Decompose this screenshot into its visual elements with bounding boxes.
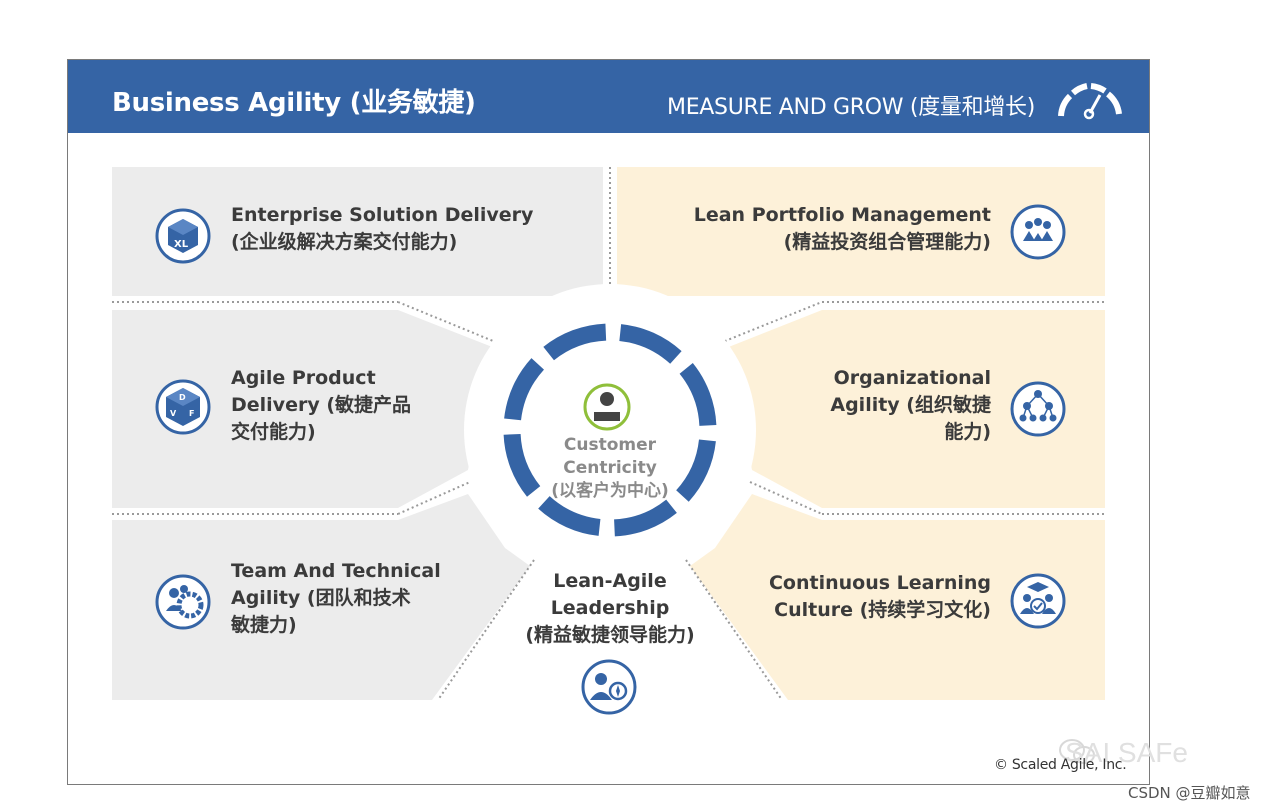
customer-person-icon [583, 383, 631, 431]
dvf-cube-icon: D V F [155, 379, 211, 435]
csdn-attribution: CSDN @豆瓣如意 [1128, 784, 1251, 802]
label-enterprise-solution-delivery: Enterprise Solution Delivery (企业级解决方案交付能… [231, 204, 534, 253]
org-network-icon [1010, 381, 1066, 437]
gauge-icon [1058, 83, 1122, 120]
team-gear-icon [155, 574, 211, 630]
dotted-separators [112, 167, 1105, 701]
panel-continuous-learning-culture [690, 494, 1105, 700]
copyright-text: © Scaled Agile, Inc. [994, 757, 1127, 773]
customer-centricity-label: Customer Centricity (以客户为中心) [551, 435, 669, 501]
learning-culture-icon [1010, 573, 1066, 629]
xl-cube-icon: XL [155, 208, 211, 264]
wechat-watermark-icon [1059, 739, 1095, 764]
panel-lean-portfolio-management [617, 167, 1105, 296]
watermark-text: SAI SAFe [1065, 737, 1188, 768]
label-team-technical-agility: Team And Technical Agility (团队和技术 敏捷力) [231, 560, 441, 636]
page-title: Business Agility (业务敏捷) [112, 88, 476, 118]
measure-and-grow-label: MEASURE AND GROW (度量和增长) [667, 95, 1035, 120]
header-bar: Business Agility (业务敏捷) MEASURE AND GROW… [68, 60, 1149, 133]
portfolio-icon [1010, 204, 1066, 260]
svg-text:D: D [179, 393, 186, 402]
panel-enterprise-solution-delivery [112, 167, 603, 296]
label-continuous-learning-culture: Continuous Learning Culture (持续学习文化) [768, 572, 991, 621]
panel-agile-product-delivery [112, 310, 505, 508]
label-lean-agile-leadership: Lean-Agile Leadership (精益敏捷领导能力) [525, 570, 695, 646]
svg-text:XL: XL [174, 239, 189, 250]
leadership-icon [581, 659, 637, 715]
svg-text:F: F [189, 409, 194, 418]
panel-team-technical-agility [112, 494, 530, 700]
label-lean-portfolio-management: Lean Portfolio Management (精益投资组合管理能力) [693, 204, 991, 253]
panel-organizational-agility [716, 310, 1105, 508]
svg-text:V: V [170, 409, 177, 418]
label-organizational-agility: Organizational Agility (组织敏捷 能力) [830, 367, 991, 443]
label-agile-product-delivery: Agile Product Delivery (敏捷产品 交付能力) [231, 367, 412, 443]
customer-centricity-ring [503, 323, 717, 537]
